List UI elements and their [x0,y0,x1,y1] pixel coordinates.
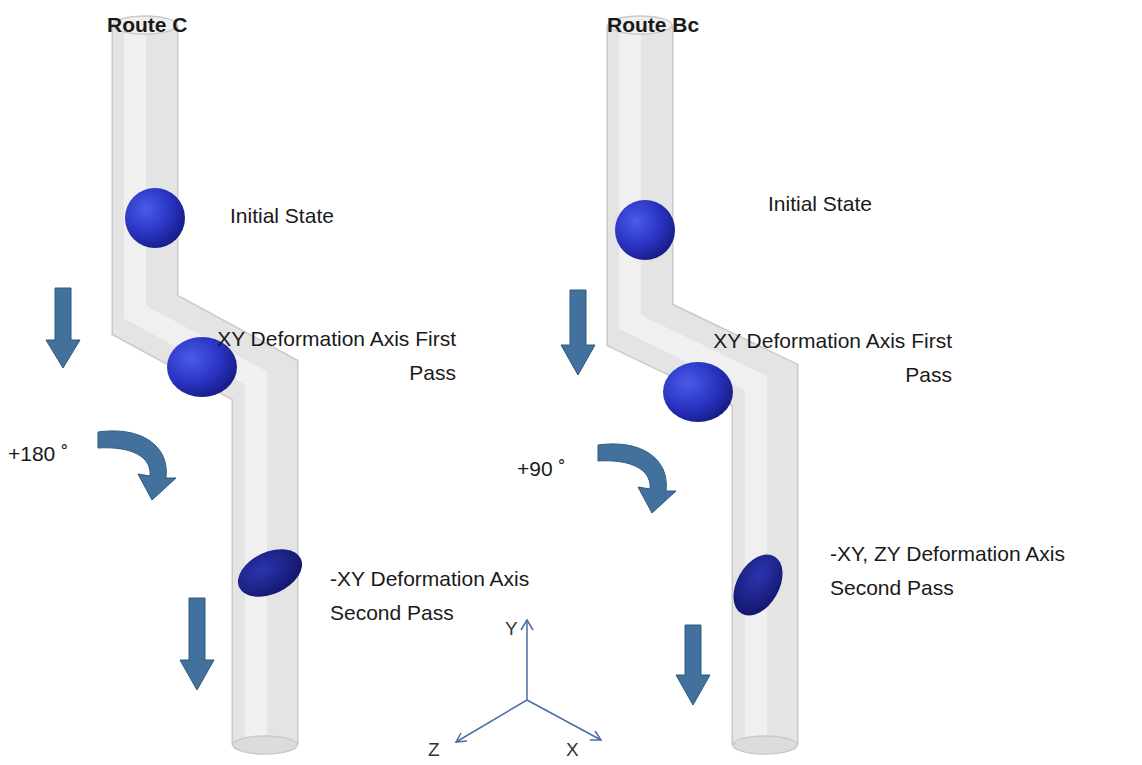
state-label: Initial State [230,199,334,233]
axis-label: Y [505,618,518,640]
billet-route-c [113,16,310,754]
state-label: Initial State [768,187,872,221]
pass-label: XY Deformation Axis First Pass [208,322,456,390]
route-heading: Route Bc [607,8,699,42]
rotation-label: +90 ˚ [517,452,565,486]
pass-label: -XY, ZY Deformation Axis Second Pass [830,537,1110,605]
axis-label: Z [428,739,440,761]
pass-label: -XY Deformation Axis Second Pass [330,562,575,630]
axis-triad [456,620,601,742]
flow-arrows [46,288,710,705]
rotation-label: +180 ˚ [8,437,68,471]
pass-label: XY Deformation Axis First Pass [704,324,952,392]
axis-label: X [566,739,579,761]
billet-route-bc [608,16,797,754]
rotation-arrows [98,431,676,513]
route-heading: Route C [107,8,188,42]
